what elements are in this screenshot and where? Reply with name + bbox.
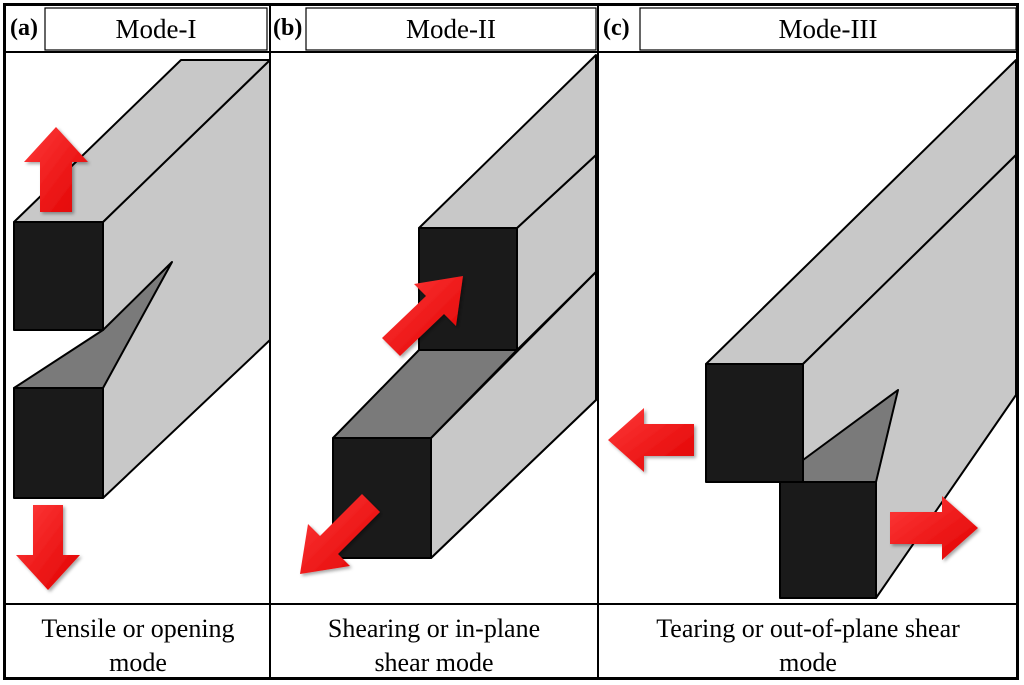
panel-a-tag: (a) xyxy=(10,15,38,41)
mode-i-specimen xyxy=(13,59,271,499)
mode-iii-arrow-right xyxy=(890,496,978,560)
mode-iii-specimen xyxy=(705,59,1017,599)
panel-c-caption-line1: Tearing or out-of-plane shear xyxy=(656,614,960,643)
figure-border xyxy=(3,3,1019,680)
panel-a-caption-line2: mode xyxy=(109,648,167,677)
panel-c-tag: (c) xyxy=(603,15,630,41)
mode-i-arrow-up xyxy=(24,127,88,212)
mode-i-upper-block xyxy=(13,221,104,331)
title-boxes xyxy=(44,7,1017,51)
mode-iii-lower-block xyxy=(779,481,877,599)
panel-c-caption: Tearing or out-of-plane shear mode xyxy=(598,612,1018,680)
mode-iii-upper-block xyxy=(705,363,804,483)
panel-b-title: Mode-II xyxy=(406,14,496,44)
panel-c-caption-line2: mode xyxy=(779,648,837,677)
panel-c-title: Mode-III xyxy=(778,14,878,44)
mode-i-arrow-down xyxy=(16,505,80,590)
mode-ii-arrow-up xyxy=(382,276,463,356)
panel-b-caption: Shearing or in-plane shear mode xyxy=(270,612,598,680)
mode-ii-arrow-down xyxy=(300,494,380,574)
panel-b-caption-line2: shear mode xyxy=(374,648,494,677)
panel-b-tag: (b) xyxy=(273,15,303,41)
panel-a-caption: Tensile or opening mode xyxy=(6,612,270,680)
mode-i-lower-block xyxy=(13,387,104,499)
mode-ii-specimen xyxy=(332,54,597,559)
mode-iii-arrow-left xyxy=(608,408,694,472)
panel-a-caption-line1: Tensile or opening xyxy=(41,614,235,643)
panel-b-caption-line1: Shearing or in-plane xyxy=(327,614,541,643)
panel-a-title: Mode-I xyxy=(115,14,197,44)
